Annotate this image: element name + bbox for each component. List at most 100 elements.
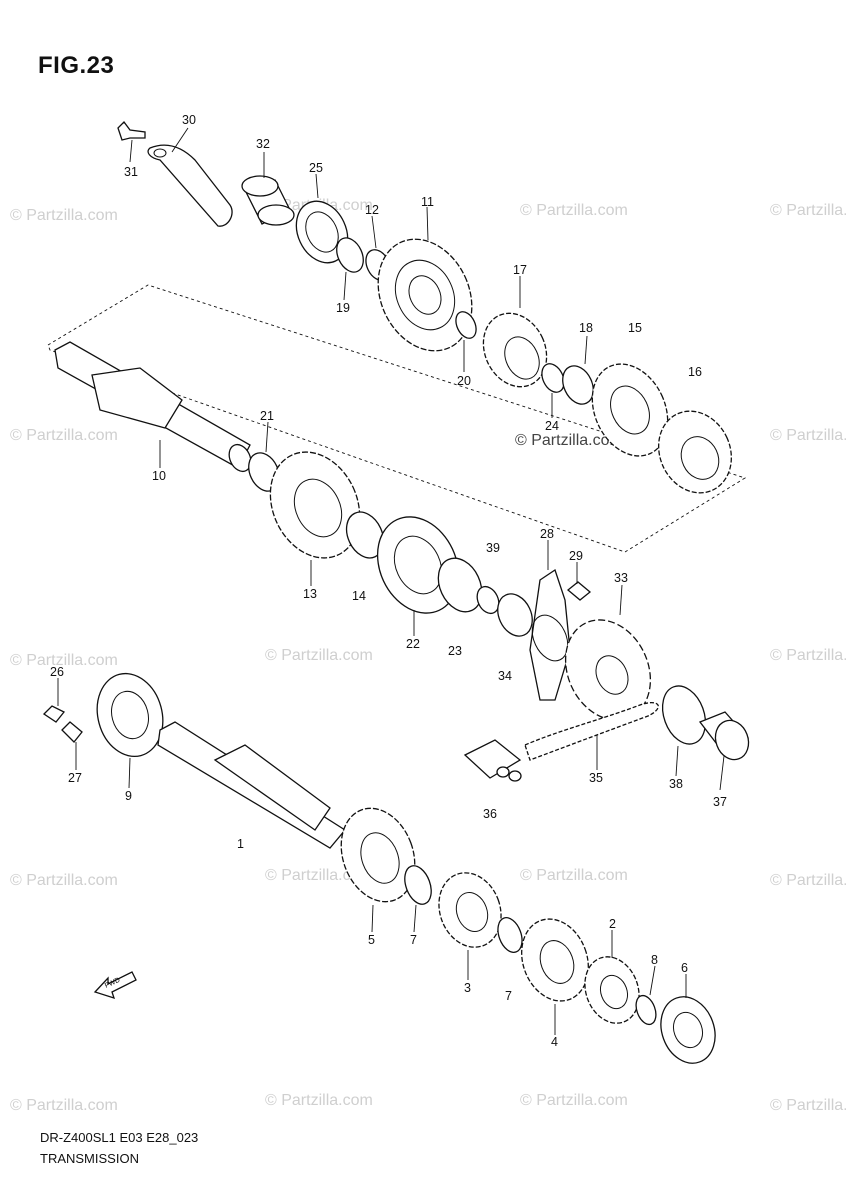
watermark-text: © Partzilla.com — [520, 867, 628, 884]
callout-label: 16 — [688, 365, 702, 379]
callout-label: 26 — [50, 665, 64, 679]
watermark-text: © Partzilla.com — [520, 202, 628, 219]
gear-13 — [269, 451, 361, 559]
callout-label: 35 — [589, 771, 603, 785]
gear-2 — [584, 956, 640, 1024]
callout-label: 11 — [421, 195, 434, 209]
watermark-text: © Partzilla.com — [265, 1092, 373, 1109]
callout-label: 13 — [303, 587, 317, 601]
o-ring-23 — [476, 585, 500, 615]
callout-label: 12 — [365, 203, 379, 217]
spacer-34 — [497, 593, 533, 637]
callout-label: 5 — [368, 933, 375, 947]
gear-5 — [340, 807, 416, 903]
circlip-24 — [541, 363, 565, 393]
pin-27 — [61, 721, 83, 743]
watermark-text: © Partzilla.com — [10, 1097, 118, 1114]
gear-16 — [658, 410, 732, 494]
gear-4 — [521, 918, 589, 1002]
callout-label: 31 — [124, 165, 138, 179]
watermark-text: © Partzilla.com — [770, 202, 846, 219]
callout-label: 34 — [498, 669, 512, 683]
shift-lever-assembly — [117, 121, 233, 227]
callout-label: 7 — [505, 989, 512, 1003]
callout-label: 28 — [540, 527, 554, 541]
callout-label: 36 — [483, 807, 497, 821]
callout-label: 9 — [125, 789, 132, 803]
watermark-text: © Partzilla.com — [770, 427, 846, 444]
callout-label: 29 — [569, 549, 583, 563]
gear-3 — [438, 872, 502, 948]
nut-37 — [698, 711, 750, 761]
bolt-26 — [42, 705, 66, 723]
circlip-7 — [404, 865, 432, 905]
gear-15 — [591, 363, 669, 457]
callout-label: 27 — [68, 771, 82, 785]
callout-label: 21 — [260, 409, 274, 423]
ring-14 — [345, 511, 385, 559]
callout-label: 2 — [609, 917, 616, 931]
washer-20 — [455, 311, 477, 339]
callout-label: 38 — [669, 777, 683, 791]
watermark-text: © Partzilla.com — [10, 207, 118, 224]
figure-caption: TRANSMISSION — [40, 1151, 139, 1166]
watermark-layer: © Partzilla.com © Partzilla.com © Partzi… — [10, 197, 846, 1114]
callout-label: 14 — [352, 589, 366, 603]
callout-label: 23 — [448, 644, 462, 658]
watermark-text: © Partzilla.com — [10, 872, 118, 889]
callout-label: 25 — [309, 161, 323, 175]
forward-direction-arrow: FWD — [93, 971, 137, 1000]
figure-title: FIG.23 — [38, 52, 115, 79]
callout-label: 37 — [713, 795, 727, 809]
watermark-text: © Partzilla.com — [515, 432, 623, 449]
callout-label: 32 — [256, 137, 270, 151]
watermark-text: © Partzilla.com — [770, 872, 846, 889]
leader-lines — [57, 127, 725, 1035]
callout-label: 19 — [336, 301, 350, 315]
callout-label: 24 — [545, 419, 559, 433]
callout-label: 39 — [486, 541, 500, 555]
bearing-6 — [660, 996, 716, 1064]
gear-11 — [377, 238, 473, 352]
watermark-text: © Partzilla.com — [520, 1092, 628, 1109]
callout-label: 1 — [237, 837, 244, 851]
callout-label: 6 — [681, 961, 688, 975]
circlip-8 — [635, 994, 657, 1026]
callout-label: 8 — [651, 953, 658, 967]
callout-label: 3 — [464, 981, 471, 995]
countershaft-10 — [54, 341, 252, 473]
callout-label: 18 — [579, 321, 593, 335]
watermark-text: © Partzilla.com — [10, 652, 118, 669]
callout-labels: 1 2 3 4 5 6 7 7 8 9 10 11 12 13 14 15 16… — [50, 113, 727, 1049]
figure-code: DR-Z400SL1 E03 E28_023 — [40, 1130, 199, 1145]
driveshaft-1 — [157, 721, 346, 849]
bearing-22 — [376, 516, 460, 614]
chain-joint-36 — [463, 739, 522, 782]
callout-label: 33 — [614, 571, 628, 585]
lock-washer-38 — [661, 685, 707, 745]
callout-label: 15 — [628, 321, 642, 335]
bearing-25 — [295, 200, 349, 264]
circlip-7 — [497, 917, 523, 953]
washer-19 — [336, 237, 364, 273]
watermark-text: © Partzilla.com — [770, 1097, 846, 1114]
gear-17 — [482, 312, 548, 388]
oil-seal-39 — [437, 557, 483, 613]
callout-label: 20 — [457, 374, 471, 388]
bushing-32 — [241, 175, 295, 226]
watermark-text: © Partzilla.com — [770, 647, 846, 664]
callout-label: 7 — [410, 933, 417, 947]
callout-label: 17 — [513, 263, 527, 277]
callout-label: 30 — [182, 113, 196, 127]
watermark-text: © Partzilla.com — [10, 427, 118, 444]
drive-chain-35 — [524, 701, 659, 761]
callout-label: 22 — [406, 637, 420, 651]
callout-label: 10 — [152, 469, 166, 483]
callout-label: 4 — [551, 1035, 558, 1049]
countershaft-group-outline — [47, 284, 747, 553]
watermark-text: © Partzilla.com — [265, 867, 373, 884]
watermark-text: © Partzilla.com — [265, 647, 373, 664]
retainer-plate-28 — [529, 568, 592, 701]
washer-18 — [562, 365, 594, 405]
